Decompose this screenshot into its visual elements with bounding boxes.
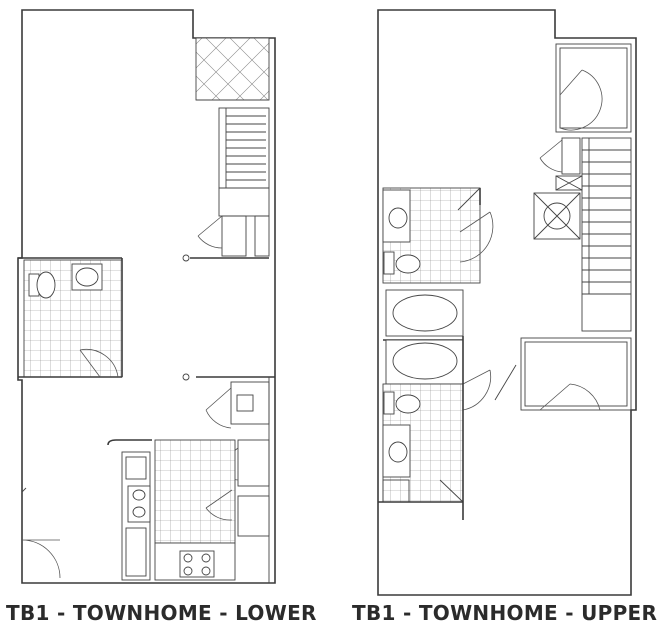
upper-bath-two [382, 339, 491, 503]
upper-toilet-one [395, 254, 421, 274]
upper-level-label: TB1 - TOWNHOME - UPPER [352, 601, 658, 625]
upper-level-plan [377, 9, 637, 596]
lower-sink [75, 267, 99, 287]
upper-tub-two [392, 342, 458, 380]
lower-bath-door [79, 349, 119, 378]
upper-sink-one [388, 207, 408, 229]
lower-column [182, 254, 190, 262]
lower-entry-door [21, 539, 61, 579]
lower-closet-door [197, 215, 223, 249]
upper-tub-one [392, 294, 458, 332]
upper-stair [581, 137, 632, 332]
lower-column [182, 373, 190, 381]
lower-refrigerator [237, 495, 270, 537]
lower-foyer-tile [195, 37, 270, 101]
lower-powder-bath [18, 257, 123, 378]
upper-sink-two [388, 441, 408, 463]
lower-level-label: TB1 - TOWNHOME - LOWER [6, 601, 317, 625]
lower-level-plan [17, 9, 276, 584]
lower-washer [236, 394, 254, 412]
lower-toilet [36, 271, 56, 299]
lower-stair [218, 107, 270, 189]
lower-kitchen [107, 439, 270, 581]
upper-exterior-wall [377, 9, 637, 596]
upper-toilet-two [395, 394, 421, 414]
upper-bath-one [382, 187, 494, 341]
lower-range [179, 550, 215, 578]
